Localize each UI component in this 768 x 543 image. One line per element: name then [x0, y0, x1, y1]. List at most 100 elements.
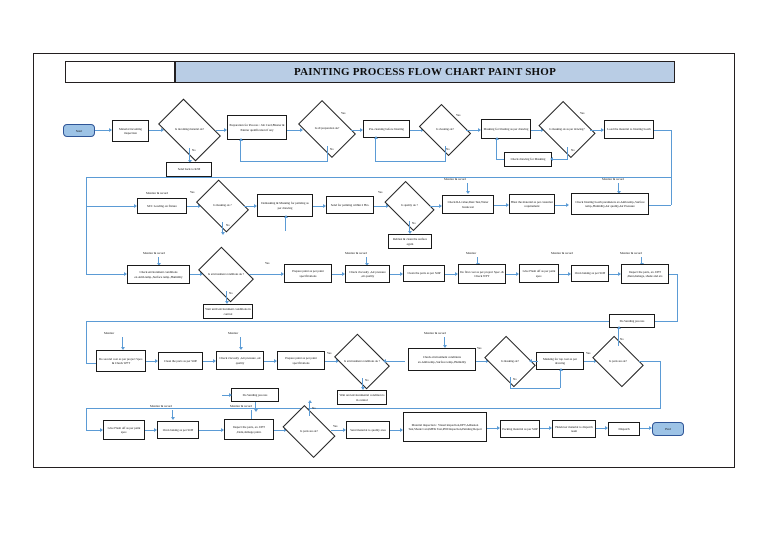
- conn-n36-n37: [390, 430, 402, 432]
- decision-label: Is parts are ok?: [300, 428, 318, 433]
- note-monitor-record: Monitor & record: [620, 251, 642, 255]
- node-clean-parts-row4[interactable]: Clean the parts as per SOP: [158, 352, 203, 370]
- decision-is-incoming-material-ok[interactable]: Is incoming material ok?: [158, 98, 221, 162]
- node-prepare-paint-row3[interactable]: Prepare paint as per paint specification…: [284, 264, 332, 283]
- node-clean-parts-row3[interactable]: Clean the parts as per SOP: [403, 265, 445, 282]
- node-do-sanding-process-row3[interactable]: Do Sanding process: [609, 314, 655, 328]
- arrow-up: [558, 368, 563, 371]
- arrow-right: [605, 425, 608, 430]
- node-send-back-to-rm[interactable]: Send back to R/M: [166, 162, 212, 177]
- decision-is-environment-conditions-ok-row3[interactable]: Is environment conditions ok ?: [198, 246, 254, 303]
- node-do-first-coat[interactable]: Do first coat as per project Spec. & Che…: [458, 264, 506, 284]
- conn-n10-d6: [374, 206, 388, 208]
- node-check-ra-value-dust-test[interactable]: Check RA value,Dust Test,Water break tes…: [442, 195, 494, 214]
- conn-n39-n40: [596, 428, 607, 430]
- label-yes: Yes: [586, 351, 591, 355]
- node-inspect-the-parts-row5[interactable]: Inspect the parts, ex. DFT ,Dent,damage …: [224, 419, 274, 440]
- arrow-left: [383, 359, 386, 363]
- node-prepare-paint-row4[interactable]: Prepare paint as per paint specification…: [277, 351, 325, 370]
- node-pre-cleaning-before-blasting[interactable]: Pre-cleaning before blasting: [363, 120, 410, 138]
- node-do-second-coat[interactable]: Do second coat as per project Spec. & Ch…: [96, 350, 146, 372]
- conn-note-n14: [618, 183, 620, 193]
- conn-n23-wrap-v: [677, 274, 679, 322]
- arrow-up: [283, 215, 288, 218]
- node-oven-baking-row3[interactable]: Oven baking as per SOP: [571, 265, 609, 282]
- node-give-flash-off-row5[interactable]: Give Flash off as per paint spec.: [103, 420, 145, 440]
- decision-is-environment-conditions-ok-row4[interactable]: Is environment conditions ok ?: [334, 333, 390, 390]
- conn-n9-n10: [313, 206, 325, 208]
- node-check-environment-conditions-row3[interactable]: Check environment conditions ex.Amb.temp…: [127, 265, 190, 284]
- label-yes: Yes: [378, 190, 383, 194]
- conn-n38-n39: [540, 428, 551, 430]
- conn-row5-left-v: [86, 408, 88, 431]
- node-wait-until-environment-in-control[interactable]: Wait until environment conditions in con…: [203, 304, 253, 319]
- arrow-right: [549, 425, 552, 430]
- conn-n27-n28: [264, 361, 276, 363]
- node-send-material-to-quality-area[interactable]: Send material to quality area: [346, 421, 390, 439]
- node-reblast-and-clean-surface[interactable]: Reblast & clean the surface again: [388, 234, 432, 249]
- conn-n20-n21: [506, 274, 518, 276]
- conn-n3-d2: [287, 130, 302, 132]
- conn-d4-no-h: [552, 159, 568, 161]
- arrow-right: [213, 358, 216, 363]
- decision-label: Is masking ok?: [501, 358, 519, 363]
- label-yes: Yes: [477, 346, 482, 350]
- node-give-flash-off-row3[interactable]: Give Flash off as per paint spec.: [519, 264, 559, 283]
- decision-is-all-preparation-ok[interactable]: Is all preparation ok?: [298, 100, 356, 158]
- node-load-material-to-blasting-booth[interactable]: Load the material to blasting booth: [604, 120, 654, 139]
- node-check-drawing-for-masking[interactable]: Check drawing for Masking: [504, 152, 552, 167]
- label-no: No: [229, 291, 233, 295]
- decision-is-masking-ok-as-per-drawing[interactable]: Is masking ok as per drawing?: [538, 100, 596, 159]
- node-material-incoming-inspection[interactable]: Material incoming inspection: [112, 120, 149, 142]
- node-inspect-the-parts-row3[interactable]: Inspect the parts, ex. DFT ,Dent,damage,…: [621, 264, 669, 284]
- arrow-right: [274, 358, 277, 363]
- decision-is-masking-ok-row4[interactable]: Is masking ok?: [484, 335, 536, 388]
- conn-note-n15: [158, 257, 160, 265]
- decision-is-quality-ok[interactable]: Is quality ok ?: [384, 180, 435, 232]
- arrow-right: [224, 127, 227, 132]
- conn-n14-wrap-v: [671, 178, 673, 205]
- node-preparation-for-process[interactable]: Preparation for Process : Job Card,Blast…: [227, 115, 287, 140]
- node-do-sanding-process-row4[interactable]: Do Sanding process: [231, 388, 279, 402]
- decision-label: Is masking ok ?: [213, 203, 232, 208]
- node-oven-baking-row5[interactable]: Oven baking as per SOP: [157, 421, 199, 439]
- conn-n31-back-v: [560, 370, 562, 388]
- node-check-viscosity-row4[interactable]: Check viscosity ,Air pressure ,air quali…: [216, 351, 264, 370]
- node-demasking-and-masking-for-painting[interactable]: Demasking & Masking for painting as per …: [257, 194, 313, 217]
- conn-n37-n38: [487, 428, 499, 430]
- node-end[interactable]: End: [652, 422, 684, 436]
- node-wait-environmental-condition-control[interactable]: Wait and environmental condition is in c…: [337, 390, 387, 405]
- arrow-right: [568, 271, 571, 276]
- node-send-for-painting-within-2hrs[interactable]: Send for painting within 2 Hrs.: [326, 196, 374, 214]
- decision-is-cleaning-ok[interactable]: Is cleaning ok?: [418, 103, 472, 157]
- note-monitor: Monitor: [228, 331, 239, 335]
- arrow-down: [442, 345, 447, 348]
- node-start[interactable]: Start: [63, 124, 95, 137]
- note-monitor-record: Monitor & record: [345, 251, 367, 255]
- arrow-right: [134, 203, 137, 208]
- decision-is-parts-are-ok-row5[interactable]: Is parts are ok?: [282, 404, 336, 459]
- label-yes: Yes: [341, 111, 346, 115]
- decision-is-parts-are-ok-row4[interactable]: Is parts are ok?: [592, 335, 644, 388]
- node-dispatch[interactable]: Dispatch: [608, 422, 640, 436]
- arrow-left: [550, 157, 553, 161]
- node-check-environment-conditions-row4[interactable]: Check environment conditions ex.Amb.temp…: [408, 348, 476, 371]
- note-monitor-record: Monitor & record: [424, 331, 446, 335]
- node-handover-material-to-dispatch[interactable]: Handover material to dispatch team: [552, 420, 596, 438]
- conn-sanding-down: [255, 402, 257, 411]
- node-blast-the-material[interactable]: Blast the material as per customer requi…: [509, 194, 555, 214]
- arrow-right: [154, 427, 157, 432]
- decision-is-masking-ok-row2[interactable]: Is masking ok ?: [195, 179, 250, 233]
- node-packing-material[interactable]: Packing material as per SOP: [500, 420, 540, 438]
- node-check-blasting-booth-parameters[interactable]: Check blasting booth parameters ex.Amb.t…: [571, 193, 649, 215]
- node-check-viscosity-row3[interactable]: Check viscosity ,Air pressure ,air quali…: [345, 265, 390, 283]
- arrow-right: [221, 427, 224, 432]
- page-frame: [33, 53, 735, 468]
- conn-row3-row4-h: [86, 321, 677, 323]
- arrow-right: [400, 271, 403, 276]
- node-mc-loading-on-fixture[interactable]: M/C Loading on fixture: [137, 198, 187, 214]
- conn-n33-n34: [145, 430, 156, 432]
- node-masking-for-blasting[interactable]: Masking for blasting as per drawing: [481, 119, 531, 139]
- conn-d3-yes: [466, 130, 480, 132]
- node-material-inspection[interactable]: Material inspection : Visual inspection,…: [403, 412, 487, 442]
